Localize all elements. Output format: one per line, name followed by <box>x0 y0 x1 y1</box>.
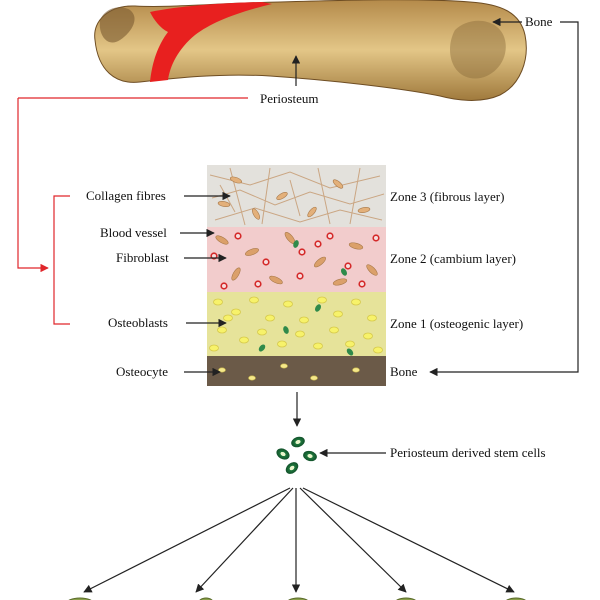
zone3-layer <box>207 165 386 227</box>
bone-connector-line <box>429 21 579 377</box>
diff-arrow-1 <box>83 487 291 593</box>
red-bracket-outer <box>17 98 49 273</box>
label-osteocyte: Osteocyte <box>116 364 168 379</box>
red-bracket-inner <box>53 195 70 325</box>
label-zone2: Zone 2 (cambium layer) <box>390 251 516 266</box>
periosteum-band <box>150 2 272 82</box>
green-cells-zone1 <box>258 304 354 356</box>
label-osteoblasts: Osteoblasts <box>108 315 168 330</box>
label-blood-vessel: Blood vessel <box>100 225 167 240</box>
diff-arrow-2 <box>195 487 294 593</box>
diff-arrow-5 <box>302 487 515 593</box>
bone-illustration <box>94 0 527 101</box>
osteoblasts <box>209 296 383 354</box>
label-zone1: Zone 1 (osteogenic layer) <box>390 316 523 331</box>
differentiation-arrows <box>83 487 515 593</box>
green-cells-zone2 <box>293 240 348 276</box>
collagen-fibres <box>209 167 385 226</box>
fibroblasts-zone2 <box>215 232 378 286</box>
label-fibroblast: Fibroblast <box>116 250 169 265</box>
label-bone-layer: Bone <box>390 364 418 379</box>
fibroblasts-zone3 <box>217 176 371 220</box>
label-stem-cells: Periosteum derived stem cells <box>390 445 546 460</box>
stem-cells <box>276 436 317 474</box>
label-bone-top: Bone <box>525 14 553 29</box>
layer-stack <box>207 165 386 386</box>
label-periosteum: Periosteum <box>260 91 319 106</box>
label-collagen-fibres: Collagen fibres <box>86 188 166 203</box>
diff-arrow-4 <box>299 487 407 593</box>
label-zone3: Zone 3 (fibrous layer) <box>390 189 504 204</box>
red-blood-cells <box>210 232 380 290</box>
